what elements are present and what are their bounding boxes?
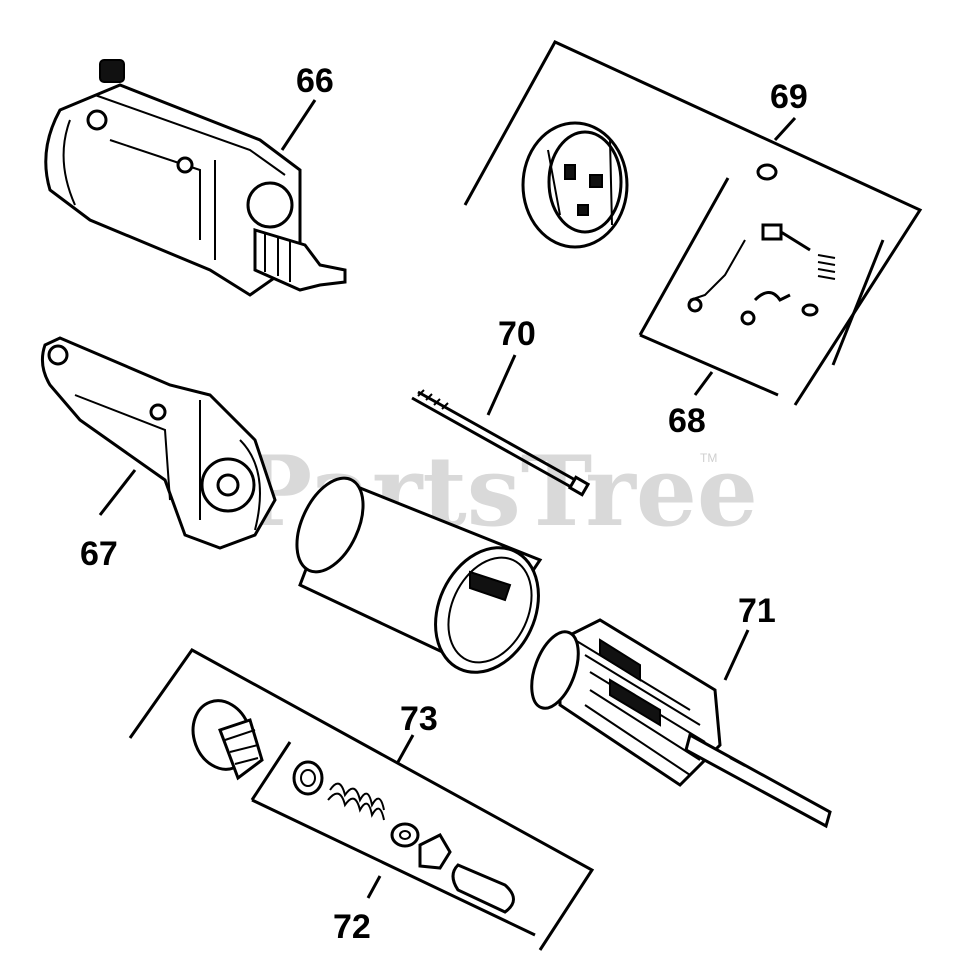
callout-68: 68 bbox=[668, 402, 706, 440]
callout-71: 71 bbox=[738, 592, 776, 630]
part-field-frame[interactable] bbox=[283, 468, 557, 689]
part-70-through-bolt[interactable] bbox=[411, 389, 591, 497]
part-pinion-gear[interactable] bbox=[184, 693, 264, 781]
part-end-cap[interactable] bbox=[521, 121, 629, 249]
callout-73: 73 bbox=[400, 700, 438, 738]
watermark-trademark: TM bbox=[700, 451, 717, 465]
part-68-brush-kit[interactable] bbox=[687, 163, 836, 326]
kit-frame-68 bbox=[638, 177, 779, 397]
kit-frame-68-right bbox=[831, 239, 885, 366]
kit-frame-72 bbox=[128, 648, 595, 951]
callout-70: 70 bbox=[498, 315, 536, 353]
part-67-drive-end-housing[interactable] bbox=[40, 336, 277, 550]
leader-69 bbox=[773, 116, 797, 142]
callout-67: 67 bbox=[80, 535, 118, 573]
callout-72: 72 bbox=[333, 908, 371, 946]
leader-70 bbox=[486, 354, 517, 416]
leader-68 bbox=[693, 371, 714, 396]
part-73-drive-components[interactable] bbox=[292, 760, 515, 914]
leader-67 bbox=[98, 469, 137, 516]
leader-73 bbox=[396, 734, 415, 763]
callout-69: 69 bbox=[770, 78, 808, 116]
leader-66 bbox=[280, 99, 317, 151]
part-66-starter-motor[interactable] bbox=[44, 59, 347, 297]
kit-frame-73 bbox=[250, 741, 536, 937]
part-71-armature[interactable] bbox=[523, 618, 832, 829]
callout-66: 66 bbox=[296, 62, 334, 100]
leader-72 bbox=[366, 875, 382, 899]
leader-71 bbox=[723, 629, 750, 681]
